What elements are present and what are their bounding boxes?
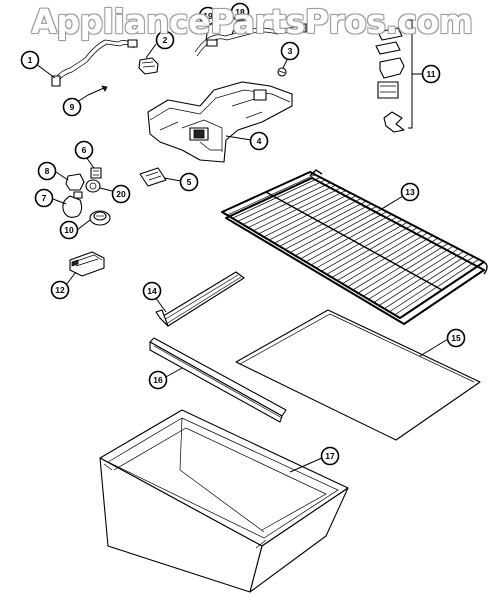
callout-13-label: 13 xyxy=(405,187,415,197)
callout-2-label: 2 xyxy=(163,35,168,45)
callout-4: 4 xyxy=(249,131,269,151)
callout-1-label: 1 xyxy=(28,55,33,65)
callout-6-label: 6 xyxy=(82,145,87,155)
callout-16-label: 16 xyxy=(153,375,163,385)
callout-4-label: 4 xyxy=(257,136,262,146)
watermark-text: AppliancePartsPros.com xyxy=(31,2,473,41)
shelf-crossbar xyxy=(221,211,401,319)
shelf-crossbar xyxy=(309,171,485,263)
part-20-lamp-socket xyxy=(85,179,101,193)
callout-16: 16 xyxy=(148,370,168,390)
callout-3-label: 3 xyxy=(288,46,293,56)
part-8-socket xyxy=(65,173,85,191)
callout-9: 9 xyxy=(62,97,82,117)
part-12-basket xyxy=(69,251,105,277)
part-16-trim xyxy=(149,337,287,423)
part-7-light-bulb xyxy=(62,191,83,218)
callout-6: 6 xyxy=(74,140,94,160)
callout-19: 19 xyxy=(198,6,218,26)
part-11-kit xyxy=(375,19,422,133)
callout-7-label: 7 xyxy=(42,193,47,203)
part-4-control-housing xyxy=(147,81,293,163)
callout-11-label: 11 xyxy=(427,69,436,79)
callout-13: 13 xyxy=(400,182,420,202)
callout-12: 12 xyxy=(50,280,70,300)
callout-8-label: 8 xyxy=(45,166,50,176)
callout-9-label: 9 xyxy=(70,102,75,112)
callout-2: 2 xyxy=(155,30,175,50)
callout-5: 5 xyxy=(179,172,199,192)
part-9-pin xyxy=(87,85,108,96)
callout-19-label: 19 xyxy=(203,11,213,21)
callout-20-label: 20 xyxy=(116,189,126,199)
part-10-knob xyxy=(89,210,111,226)
part-2-connector xyxy=(138,57,159,75)
leader-lines xyxy=(35,12,449,473)
callout-7: 7 xyxy=(34,188,54,208)
callout-20: 20 xyxy=(111,184,131,204)
part-6-socket xyxy=(90,167,102,179)
callout-10-label: 10 xyxy=(64,225,74,235)
callout-17: 17 xyxy=(320,446,340,466)
part-15-glass-shelf xyxy=(235,309,481,441)
part-17-crisper-drawer xyxy=(99,409,349,593)
callout-8: 8 xyxy=(37,161,57,181)
callout-18-label: 18 xyxy=(235,7,245,17)
callout-15: 15 xyxy=(446,328,466,348)
shelf-crossbar xyxy=(265,191,443,291)
callout-1: 1 xyxy=(20,50,40,70)
callout-3: 3 xyxy=(280,41,300,61)
callout-14: 14 xyxy=(142,281,162,301)
part-14-gasket xyxy=(155,271,245,327)
part-19-18-wire xyxy=(194,23,307,57)
callout-11: 11 xyxy=(421,64,441,84)
callout-5-label: 5 xyxy=(187,177,192,187)
part-5-bracket xyxy=(139,167,167,187)
callout-14-label: 14 xyxy=(147,286,157,296)
part-13-wire-shelf xyxy=(221,169,488,325)
callout-18: 18 xyxy=(230,2,250,22)
part-1-wire-harness xyxy=(51,39,138,87)
callout-10: 10 xyxy=(59,220,79,240)
callout-12-label: 12 xyxy=(55,285,65,295)
callout-17-label: 17 xyxy=(325,451,335,461)
callout-15-label: 15 xyxy=(451,333,461,343)
part-3-screw xyxy=(277,67,287,77)
